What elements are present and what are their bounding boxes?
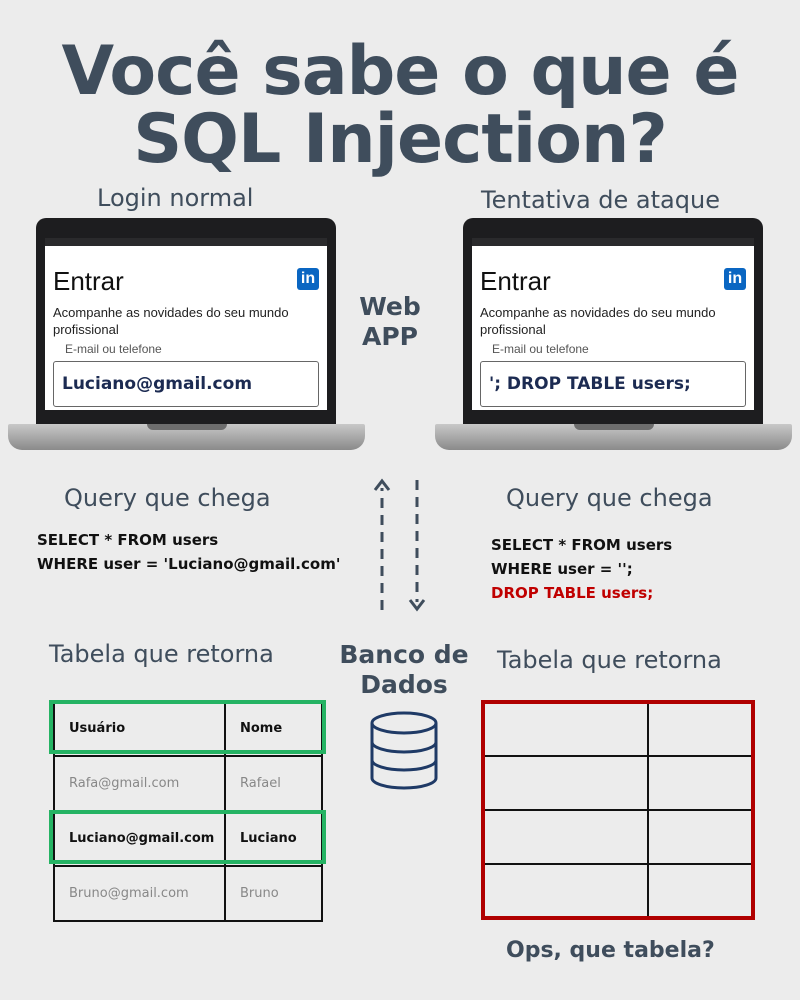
table-row: Bruno@gmail.com Bruno — [53, 865, 323, 922]
page-title-line2: SQL Injection? — [133, 100, 668, 179]
left-caption: Login normal — [97, 184, 254, 212]
database-label: Banco de Dados — [339, 640, 469, 699]
table-cell: Luciano — [224, 810, 323, 867]
right-query: SELECT * FROM users WHERE user = ''; DRO… — [491, 533, 672, 605]
table-row: Rafa@gmail.com Rafael — [53, 755, 323, 812]
email-field-value: Luciano@gmail.com — [62, 374, 253, 394]
table-cell: Luciano@gmail.com — [53, 810, 226, 867]
right-laptop: Entrar in Acompanhe as novidades do seu … — [435, 218, 792, 450]
linkedin-icon: in — [724, 268, 746, 290]
header-highlight — [49, 700, 326, 754]
footer-text: Ops, que tabela? — [506, 938, 715, 963]
table-cell: Rafa@gmail.com — [53, 755, 226, 812]
login-heading: Entrar — [480, 266, 551, 296]
email-field[interactable]: Luciano@gmail.com — [53, 361, 319, 407]
arrow-up-icon — [373, 478, 391, 610]
query-line: WHERE user = ''; — [491, 560, 633, 578]
left-table-caption: Tabela que retorna — [49, 640, 274, 668]
email-field-label: E-mail ou telefone — [492, 342, 589, 356]
query-line: WHERE user = 'Luciano@gmail.com' — [37, 555, 341, 573]
login-subtitle: Acompanhe as novidades do seu mundo prof… — [53, 305, 289, 337]
email-field-label: E-mail ou telefone — [65, 342, 162, 356]
database-icon — [370, 711, 438, 790]
injected-query-line: DROP TABLE users; — [491, 584, 654, 602]
email-field[interactable]: '; DROP TABLE users; — [480, 361, 746, 407]
right-table-caption: Tabela que retorna — [497, 646, 722, 674]
webapp-label: Web APP — [359, 292, 421, 351]
right-query-caption: Query que chega — [506, 484, 713, 512]
table-cell: Usuário — [53, 700, 226, 757]
table-header-row: Usuário Nome — [53, 700, 323, 757]
table-cell: Bruno — [224, 865, 323, 922]
email-field-value: '; DROP TABLE users; — [489, 374, 691, 394]
dropped-table — [481, 700, 755, 920]
matched-row-highlight — [49, 810, 326, 864]
query-line: SELECT * FROM users — [491, 536, 673, 554]
page-title-line1: Você sabe o que é — [61, 32, 740, 111]
table-cell: Nome — [224, 700, 323, 757]
login-subtitle: Acompanhe as novidades do seu mundo prof… — [480, 305, 716, 337]
right-caption: Tentativa de ataque — [481, 186, 720, 214]
table-cell: Bruno@gmail.com — [53, 865, 226, 922]
empty-table-grid — [485, 704, 751, 916]
login-heading: Entrar — [53, 266, 124, 296]
left-laptop: Entrar in Acompanhe as novidades do seu … — [8, 218, 365, 450]
query-line: SELECT * FROM users — [37, 531, 219, 549]
left-query: SELECT * FROM users WHERE user = 'Lucian… — [37, 528, 340, 576]
table-cell: Rafael — [224, 755, 323, 812]
linkedin-icon: in — [297, 268, 319, 290]
result-table: Usuário Nome Rafa@gmail.com Rafael Lucia… — [53, 700, 323, 922]
left-query-caption: Query que chega — [64, 484, 271, 512]
flow-arrows — [373, 478, 426, 612]
table-row: Luciano@gmail.com Luciano — [53, 810, 323, 867]
arrow-down-icon — [408, 480, 426, 612]
